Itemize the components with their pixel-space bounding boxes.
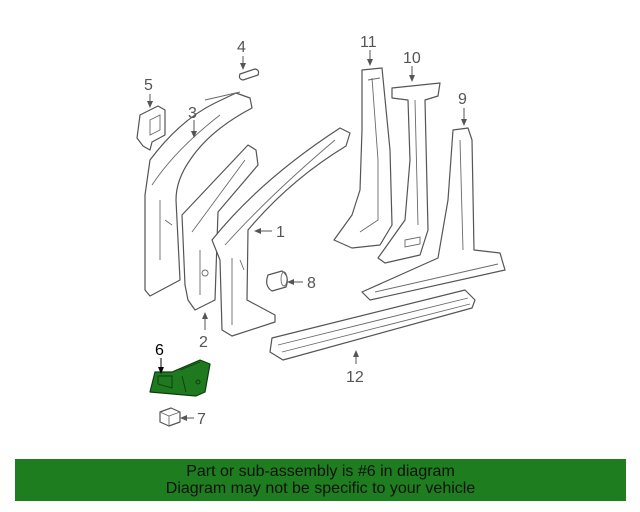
part-7-clip[interactable] (159, 407, 181, 427)
banner-line-2: Diagram may not be specific to your vehi… (165, 480, 476, 497)
callout-1[interactable]: 1 (276, 224, 285, 241)
callout-12[interactable]: 12 (346, 369, 364, 386)
callout-leaders (147, 50, 467, 421)
part-3-pillar-inner[interactable] (144, 91, 253, 297)
callout-6[interactable]: 6 (155, 342, 164, 359)
callout-8[interactable]: 8 (307, 275, 316, 292)
callout-10[interactable]: 10 (403, 50, 421, 67)
part-4-plug[interactable] (238, 68, 260, 81)
part-10-b-pillar-reinforcement[interactable] (377, 82, 441, 264)
part-9-b-pillar-outer[interactable] (361, 127, 506, 301)
callout-7[interactable]: 7 (197, 411, 206, 428)
part-5-bracket[interactable] (136, 105, 166, 151)
callout-labels: 1 2 3 4 5 6 7 8 9 10 11 12 (144, 34, 467, 428)
part-2-pillar-lower[interactable] (181, 144, 259, 311)
callout-3[interactable]: 3 (188, 105, 197, 122)
part-11-b-pillar-inner[interactable] (333, 67, 393, 249)
callout-4[interactable]: 4 (237, 39, 246, 56)
part-8-grommet[interactable] (266, 270, 288, 292)
callout-2[interactable]: 2 (199, 334, 208, 351)
parts-diagram: 1 2 3 4 5 6 7 8 9 10 11 12 (136, 34, 506, 428)
callout-5[interactable]: 5 (144, 77, 153, 94)
info-banner: Part or sub-assembly is #6 in diagram Di… (15, 459, 626, 501)
banner-line-1: Part or sub-assembly is #6 in diagram (186, 463, 455, 480)
part-12-rocker[interactable] (269, 289, 476, 361)
part-1-pillar-outer[interactable] (211, 127, 351, 337)
callout-9[interactable]: 9 (458, 91, 467, 108)
callout-11[interactable]: 11 (360, 34, 377, 51)
part-6-bracket-highlighted[interactable] (149, 359, 211, 397)
